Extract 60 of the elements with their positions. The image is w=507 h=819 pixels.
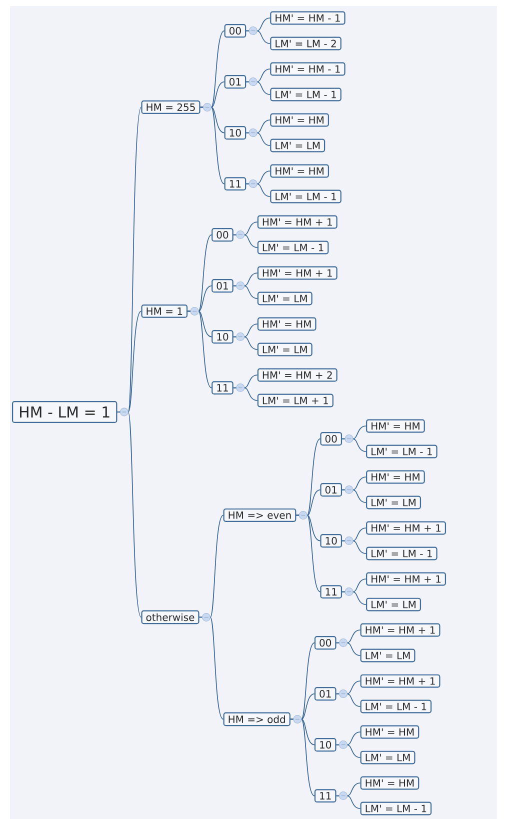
topic-box: LM' = LM - 1 xyxy=(360,700,432,714)
connector-line xyxy=(296,514,321,592)
topic-box: LM' = LM + 1 xyxy=(257,394,334,408)
topic-box: LM' = LM xyxy=(360,750,416,764)
topic-box: otherwise xyxy=(141,610,200,624)
topic-box: LM' = LM - 1 xyxy=(270,88,342,102)
topic-box: 10 xyxy=(224,126,246,140)
topic-box: HM' = HM + 1 xyxy=(366,572,446,586)
connector-line xyxy=(187,310,212,388)
topic-box: HM' = HM xyxy=(257,317,316,331)
topic-box: HM' = HM xyxy=(360,776,420,790)
topic-box: LM' = LM - 2 xyxy=(270,36,342,50)
topic-box: HM' = HM + 1 xyxy=(360,623,440,637)
topic-box: LM' = LM xyxy=(366,496,421,510)
topic-box: HM = 255 xyxy=(141,100,200,114)
topic-box: LM' = LM xyxy=(257,342,312,356)
topic-box: LM' = LM xyxy=(366,598,421,612)
topic-box: LM' = LM xyxy=(360,648,416,662)
topic-box: 11 xyxy=(224,177,246,190)
topic-box: 10 xyxy=(320,534,342,548)
topic-box: HM' = HM + 2 xyxy=(257,368,338,382)
topic-box: LM' = LM - 1 xyxy=(360,802,432,816)
connector-line xyxy=(290,718,315,796)
topic-box: LM' = LM - 1 xyxy=(366,546,438,560)
topic-box: LM' = LM - 1 xyxy=(366,444,438,458)
topic-box: 01 xyxy=(314,686,336,701)
topic-box: HM' = HM + 1 xyxy=(257,266,338,280)
topic-box: 00 xyxy=(224,24,246,38)
topic-box: LM' = LM - 1 xyxy=(270,190,342,204)
connector-line xyxy=(198,616,224,720)
topic-box: HM' = HM - 1 xyxy=(270,62,346,76)
connector-line xyxy=(200,106,225,184)
topic-box: 11 xyxy=(320,585,342,598)
topic-box: 01 xyxy=(320,482,342,497)
topic-box: HM' = HM xyxy=(360,725,420,739)
topic-box: HM' = HM xyxy=(270,113,329,127)
topic-box: 11 xyxy=(314,789,336,802)
topic-box: HM' = HM xyxy=(366,470,425,484)
topic-box: HM' = HM - 1 xyxy=(270,11,346,25)
topic-box: 00 xyxy=(314,636,336,650)
topic-box: HM' = HM + 1 xyxy=(257,215,338,229)
topic-box: HM' = HM + 1 xyxy=(366,521,446,535)
topic-box: LM' = LM xyxy=(257,292,312,306)
topic-box: HM = 1 xyxy=(141,304,188,318)
topic-box: 00 xyxy=(212,228,234,242)
topic-box: HM => even xyxy=(223,508,296,522)
topic-box: 01 xyxy=(224,74,246,89)
topic-box: 00 xyxy=(320,432,342,446)
topic-box: 10 xyxy=(212,330,234,344)
topic-box: HM' = HM xyxy=(270,164,329,178)
topic-box: 10 xyxy=(314,738,336,752)
topic-box: HM' = HM xyxy=(366,419,425,433)
topic-box: LM' = LM xyxy=(270,138,326,152)
topic-box: HM' = HM + 1 xyxy=(360,674,440,688)
topic-box: 01 xyxy=(212,278,234,293)
topic-box: HM => odd xyxy=(223,712,290,726)
topic-box: 11 xyxy=(212,381,234,394)
topic-box: HM - LM = 1 xyxy=(12,401,118,424)
connector-line xyxy=(116,412,142,618)
topic-box: LM' = LM - 1 xyxy=(257,240,329,254)
